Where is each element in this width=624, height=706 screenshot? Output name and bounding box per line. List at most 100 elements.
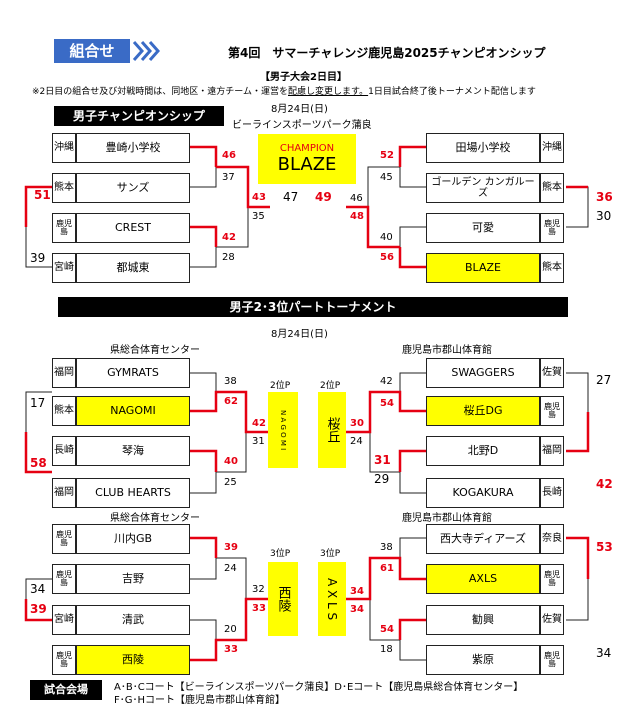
team-box: NAGOMI [76, 396, 190, 426]
score: 54 [380, 624, 394, 635]
pref-label: 奈良 [540, 524, 564, 554]
championship-date: 8月24日(日) [271, 104, 328, 115]
pref-label: 宮崎 [52, 605, 76, 635]
score: 54 [380, 398, 394, 409]
team-box: 田場小学校 [426, 133, 540, 163]
score: 36 [596, 190, 613, 204]
advance-box: 西陵 [268, 562, 298, 636]
team-box: 紫原 [426, 645, 540, 675]
pref-label: 鹿児島 [52, 213, 76, 243]
score: 34 [350, 586, 364, 597]
score: 46 [350, 193, 363, 204]
champion-box: CHAMPION BLAZE [258, 134, 356, 184]
pref-label: 長崎 [540, 478, 564, 508]
score: 33 [252, 603, 266, 614]
chevron-right-icon [132, 41, 160, 61]
pref-label: 鹿児島 [540, 396, 564, 426]
pref-label: 熊本 [540, 253, 564, 283]
team-box: GYMRATS [76, 358, 190, 388]
score: 43 [252, 192, 266, 203]
score: 31 [252, 436, 265, 447]
team-box: AXLS [426, 564, 540, 594]
team-box: 川内GB [76, 524, 190, 554]
pref-label: 長崎 [52, 436, 76, 466]
team-box: 桜丘DG [426, 396, 540, 426]
pref-label: 鹿児島 [540, 564, 564, 594]
score: 34 [596, 646, 612, 660]
score: 53 [596, 540, 613, 554]
slot-label: 3位P [270, 549, 291, 559]
score: 38 [380, 542, 393, 553]
score: 61 [380, 563, 394, 574]
score: 32 [252, 584, 265, 595]
placement-title: 男子2･3位パートトーナメント [58, 297, 568, 317]
score: 37 [222, 172, 235, 183]
venue-left: 県総合体育センター [110, 513, 200, 524]
schedule-note: ※2日目の組合せ及び対戦時間は、同地区・遠方チーム・運営を配慮し変更します。1日… [32, 87, 536, 97]
pref-label: 佐賀 [540, 358, 564, 388]
score: 38 [224, 376, 237, 387]
team-box: SWAGGERS [426, 358, 540, 388]
pref-label: 福岡 [540, 436, 564, 466]
team-box: KOGAKURA [426, 478, 540, 508]
pref-label: 沖縄 [540, 133, 564, 163]
team-box: 清武 [76, 605, 190, 635]
score: 42 [222, 232, 236, 243]
score: 18 [380, 644, 393, 655]
slot-label: 3位P [320, 549, 341, 559]
team-box: 勧興 [426, 605, 540, 635]
score: 20 [224, 624, 237, 635]
pref-label: 宮崎 [52, 253, 76, 283]
score: 42 [596, 477, 613, 491]
score: 52 [380, 150, 394, 161]
score: 56 [380, 252, 394, 263]
team-box: BLAZE [426, 253, 540, 283]
score: 27 [596, 373, 612, 387]
score: 30 [350, 418, 364, 429]
champion-label: CHAMPION [279, 143, 335, 154]
score: 31 [374, 453, 391, 467]
pref-label: 鹿児島 [52, 564, 76, 594]
section-tab: 組合せ [54, 39, 130, 63]
pref-label: 鹿児島 [52, 645, 76, 675]
team-box: CLUB HEARTS [76, 478, 190, 508]
pref-label: 鹿児島 [540, 645, 564, 675]
champion-team: BLAZE [277, 154, 337, 175]
score: 46 [222, 150, 236, 161]
score: 40 [380, 232, 393, 243]
score: 29 [374, 472, 390, 486]
score: 28 [222, 252, 235, 263]
pref-label: 佐賀 [540, 605, 564, 635]
score: 39 [30, 602, 47, 616]
score: 51 [34, 188, 51, 202]
pref-label: 鹿児島 [540, 213, 564, 243]
venue-legend-line: A･B･Cコート【ビーラインスポーツパーク蒲良】D･Eコート【鹿児島県総合体育セ… [114, 682, 524, 693]
team-box: CREST [76, 213, 190, 243]
team-box: 北野D [426, 436, 540, 466]
advance-box: N A G O M I [268, 392, 298, 468]
pref-label: 熊本 [52, 396, 76, 426]
team-box: サンズ [76, 173, 190, 203]
team-box: 西大寺ディアーズ [426, 524, 540, 554]
team-box: 琴海 [76, 436, 190, 466]
score: 42 [380, 376, 393, 387]
score: 30 [596, 209, 612, 223]
team-box: 吉野 [76, 564, 190, 594]
score: 34 [30, 582, 46, 596]
venue-right: 鹿児島市郡山体育館 [402, 345, 492, 356]
pref-label: 福岡 [52, 358, 76, 388]
team-box: 都城東 [76, 253, 190, 283]
venue-right: 鹿児島市郡山体育館 [402, 513, 492, 524]
venue-left: 県総合体育センター [110, 345, 200, 356]
venue-legend-label: 試合会場 [30, 680, 102, 700]
venue-legend-line: F･G･Hコート【鹿児島市郡山体育館】 [114, 695, 286, 706]
pref-label: 沖縄 [52, 133, 76, 163]
score: 24 [350, 436, 363, 447]
advance-box: 桜丘 [318, 392, 346, 468]
championship-venue: ビーラインスポーツパーク蒲良 [232, 120, 372, 131]
final-score-left: 47 [283, 190, 299, 204]
advance-box: A X L S [318, 562, 346, 636]
team-box: 豊崎小学校 [76, 133, 190, 163]
final-score-right: 49 [315, 190, 332, 204]
